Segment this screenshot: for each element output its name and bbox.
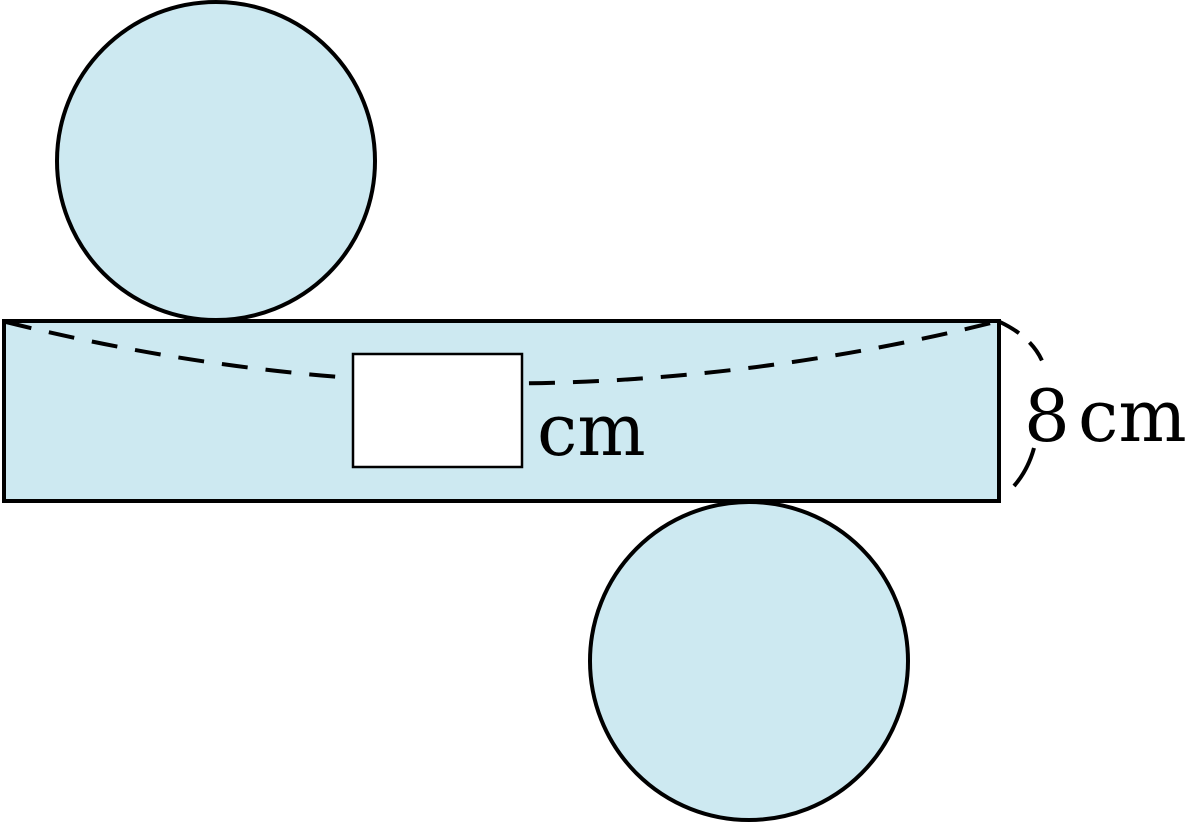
height-dashed-arc-top	[999, 320, 1048, 373]
top-base-circle	[55, 0, 377, 322]
answer-box[interactable]	[351, 352, 524, 469]
height-value-label: 8	[1024, 374, 1070, 458]
height-dashed-arc-bottom	[1012, 447, 1036, 488]
height-unit-label: cm	[1078, 374, 1187, 458]
bottom-base-circle	[588, 500, 910, 822]
length-unit-label: cm	[537, 388, 646, 472]
